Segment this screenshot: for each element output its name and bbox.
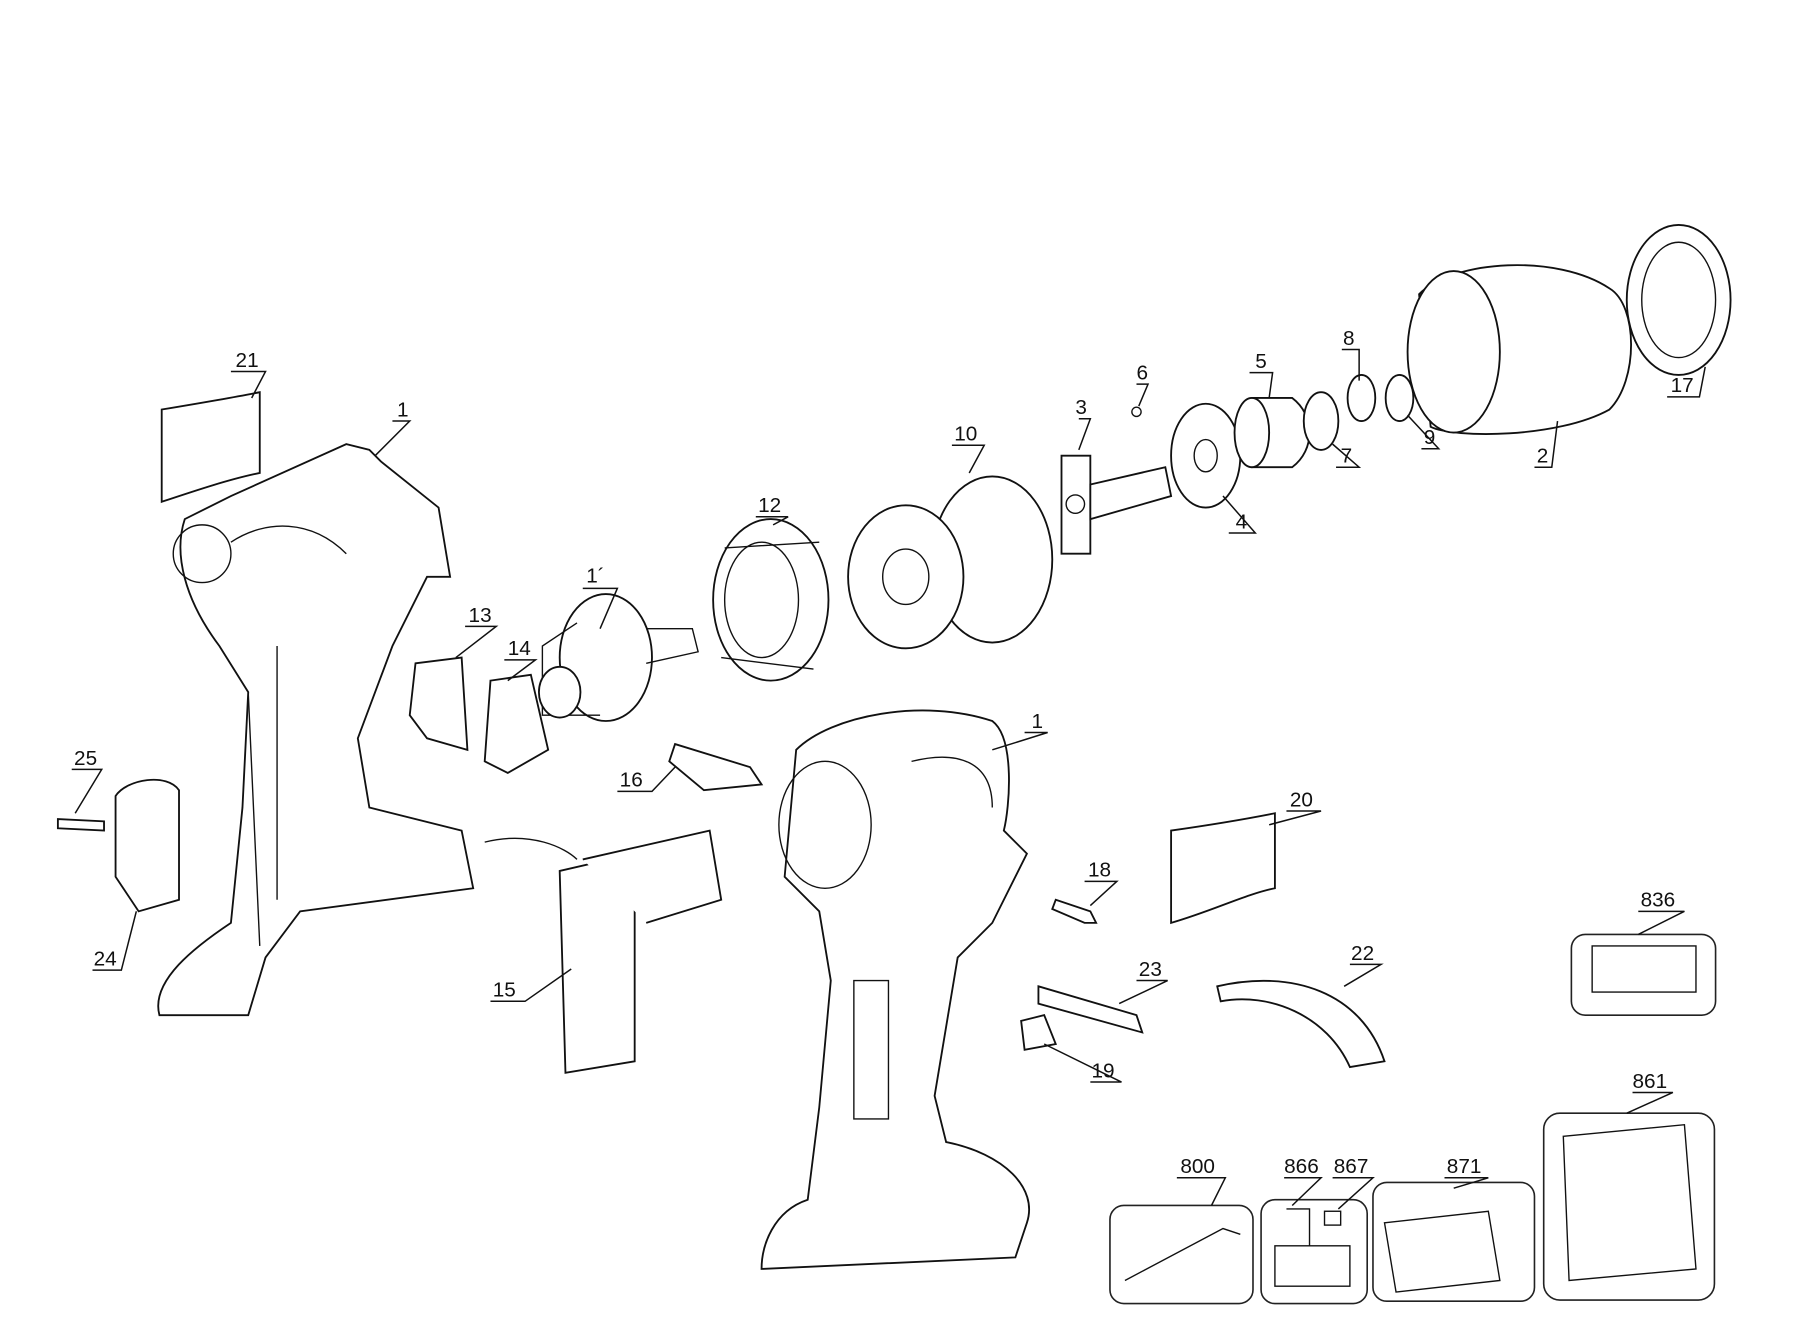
accessory-box-800 xyxy=(1109,1204,1254,1305)
callout-1b: 1 xyxy=(1032,710,1044,733)
callout-22: 22 xyxy=(1351,942,1374,965)
callout-15: 15 xyxy=(493,979,516,1002)
accessory-box-866 xyxy=(1260,1198,1369,1305)
boot-17 xyxy=(1625,224,1732,376)
bit-23 xyxy=(1037,985,1144,1034)
armature-11 xyxy=(538,593,699,722)
callout-19: 19 xyxy=(1091,1059,1114,1082)
callout-16: 16 xyxy=(620,769,643,792)
callout-5: 5 xyxy=(1255,350,1267,373)
callout-24: 24 xyxy=(94,948,117,971)
callout-861: 861 xyxy=(1633,1070,1668,1093)
brush-plate-14 xyxy=(483,673,550,774)
callout-2: 2 xyxy=(1537,445,1549,468)
callout-4: 4 xyxy=(1236,510,1248,533)
spring-7 xyxy=(1302,391,1340,451)
label-sheet-21 xyxy=(160,391,261,504)
callout-18: 18 xyxy=(1088,859,1111,882)
screw-18 xyxy=(1051,898,1098,924)
accessory-box-861 xyxy=(1542,1112,1716,1301)
brush-holder-13 xyxy=(408,656,469,752)
label-sheet-20 xyxy=(1170,812,1276,925)
bit-clip-19 xyxy=(1020,1014,1058,1051)
ring-9 xyxy=(1384,373,1415,422)
callout-867: 867 xyxy=(1334,1155,1369,1178)
callout-6: 6 xyxy=(1136,362,1148,385)
callout-871: 871 xyxy=(1447,1155,1482,1178)
ring-12 xyxy=(712,518,830,682)
housing-right-half xyxy=(760,709,1030,1270)
leader-lines xyxy=(71,348,1706,1210)
callout-13: 13 xyxy=(469,604,492,627)
washer-4 xyxy=(1170,402,1242,509)
callout-7: 7 xyxy=(1341,445,1353,468)
callout-14: 14 xyxy=(508,637,531,660)
callout-20: 20 xyxy=(1290,788,1313,811)
callout-17: 17 xyxy=(1671,374,1694,397)
callout-866: 866 xyxy=(1284,1155,1319,1178)
callout-10: 10 xyxy=(954,423,977,446)
screw-25 xyxy=(56,818,105,832)
callout-1: 1 xyxy=(397,398,409,421)
callout-800: 800 xyxy=(1180,1155,1215,1178)
callout-3: 3 xyxy=(1075,396,1087,419)
switch-15 xyxy=(484,829,723,1074)
callout-836: 836 xyxy=(1641,889,1676,912)
callout-8: 8 xyxy=(1343,327,1355,350)
accessory-box-836 xyxy=(1570,933,1717,1016)
ball-6 xyxy=(1131,406,1142,418)
callout-12: 12 xyxy=(758,494,781,517)
nosecone-2 xyxy=(1406,264,1632,435)
bushing-5 xyxy=(1233,397,1311,469)
label-arc-22 xyxy=(1216,979,1386,1069)
housing-left-half xyxy=(157,443,475,1017)
anvil-3 xyxy=(1060,454,1173,555)
callout-25: 25 xyxy=(74,747,97,770)
accessory-box-871 xyxy=(1372,1181,1536,1303)
ring-8 xyxy=(1346,373,1377,422)
clip-16 xyxy=(668,742,764,792)
callout-11: 1´ xyxy=(586,565,604,588)
callout-9: 9 xyxy=(1424,426,1436,449)
gear-case-10 xyxy=(847,475,1054,650)
callout-23: 23 xyxy=(1139,958,1162,981)
switch-plate-24 xyxy=(114,778,180,913)
callout-21: 21 xyxy=(236,349,259,372)
